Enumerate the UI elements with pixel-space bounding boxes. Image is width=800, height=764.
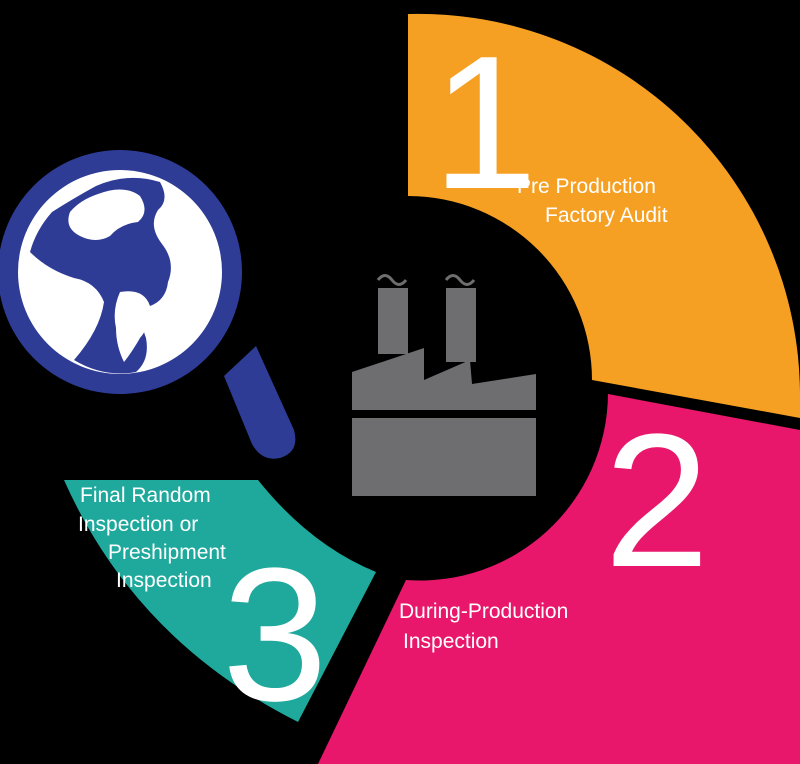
stage-3-label-line-1: Final Random (80, 484, 211, 507)
stage-3-label-line-2: Inspection or (78, 513, 198, 536)
globe-land-north (68, 189, 145, 240)
factory-icon (352, 274, 536, 496)
stage-3-number: 3 (222, 529, 328, 741)
stage-2-number: 2 (604, 395, 710, 607)
stage-2-segment: 2 During-Production Inspection (318, 394, 800, 764)
globe-land-south (114, 291, 151, 362)
stage-1-number: 1 (432, 17, 538, 229)
stage-3-label-line-3: Preshipment (108, 541, 226, 564)
stage-3-segment: 3 Final Random Inspection or Preshipment… (64, 480, 376, 741)
stage-3-arc (64, 480, 376, 722)
stage-1-label-line-1: Pre Production (517, 175, 656, 198)
stage-1-label-line-2: Factory Audit (545, 204, 668, 227)
stage-3-label-line-4: Inspection (116, 569, 212, 592)
stage-2-label-line-2: Inspection (403, 630, 499, 653)
stage-1-segment: 1 Pre Production Factory Audit (408, 13, 800, 419)
magnifier-handle (224, 346, 296, 459)
stage-1-arc (408, 13, 800, 419)
stage-2-arc (318, 394, 800, 764)
stage-2-label-line-1: During-Production (399, 600, 568, 623)
magnifier-globe-icon (0, 150, 296, 459)
